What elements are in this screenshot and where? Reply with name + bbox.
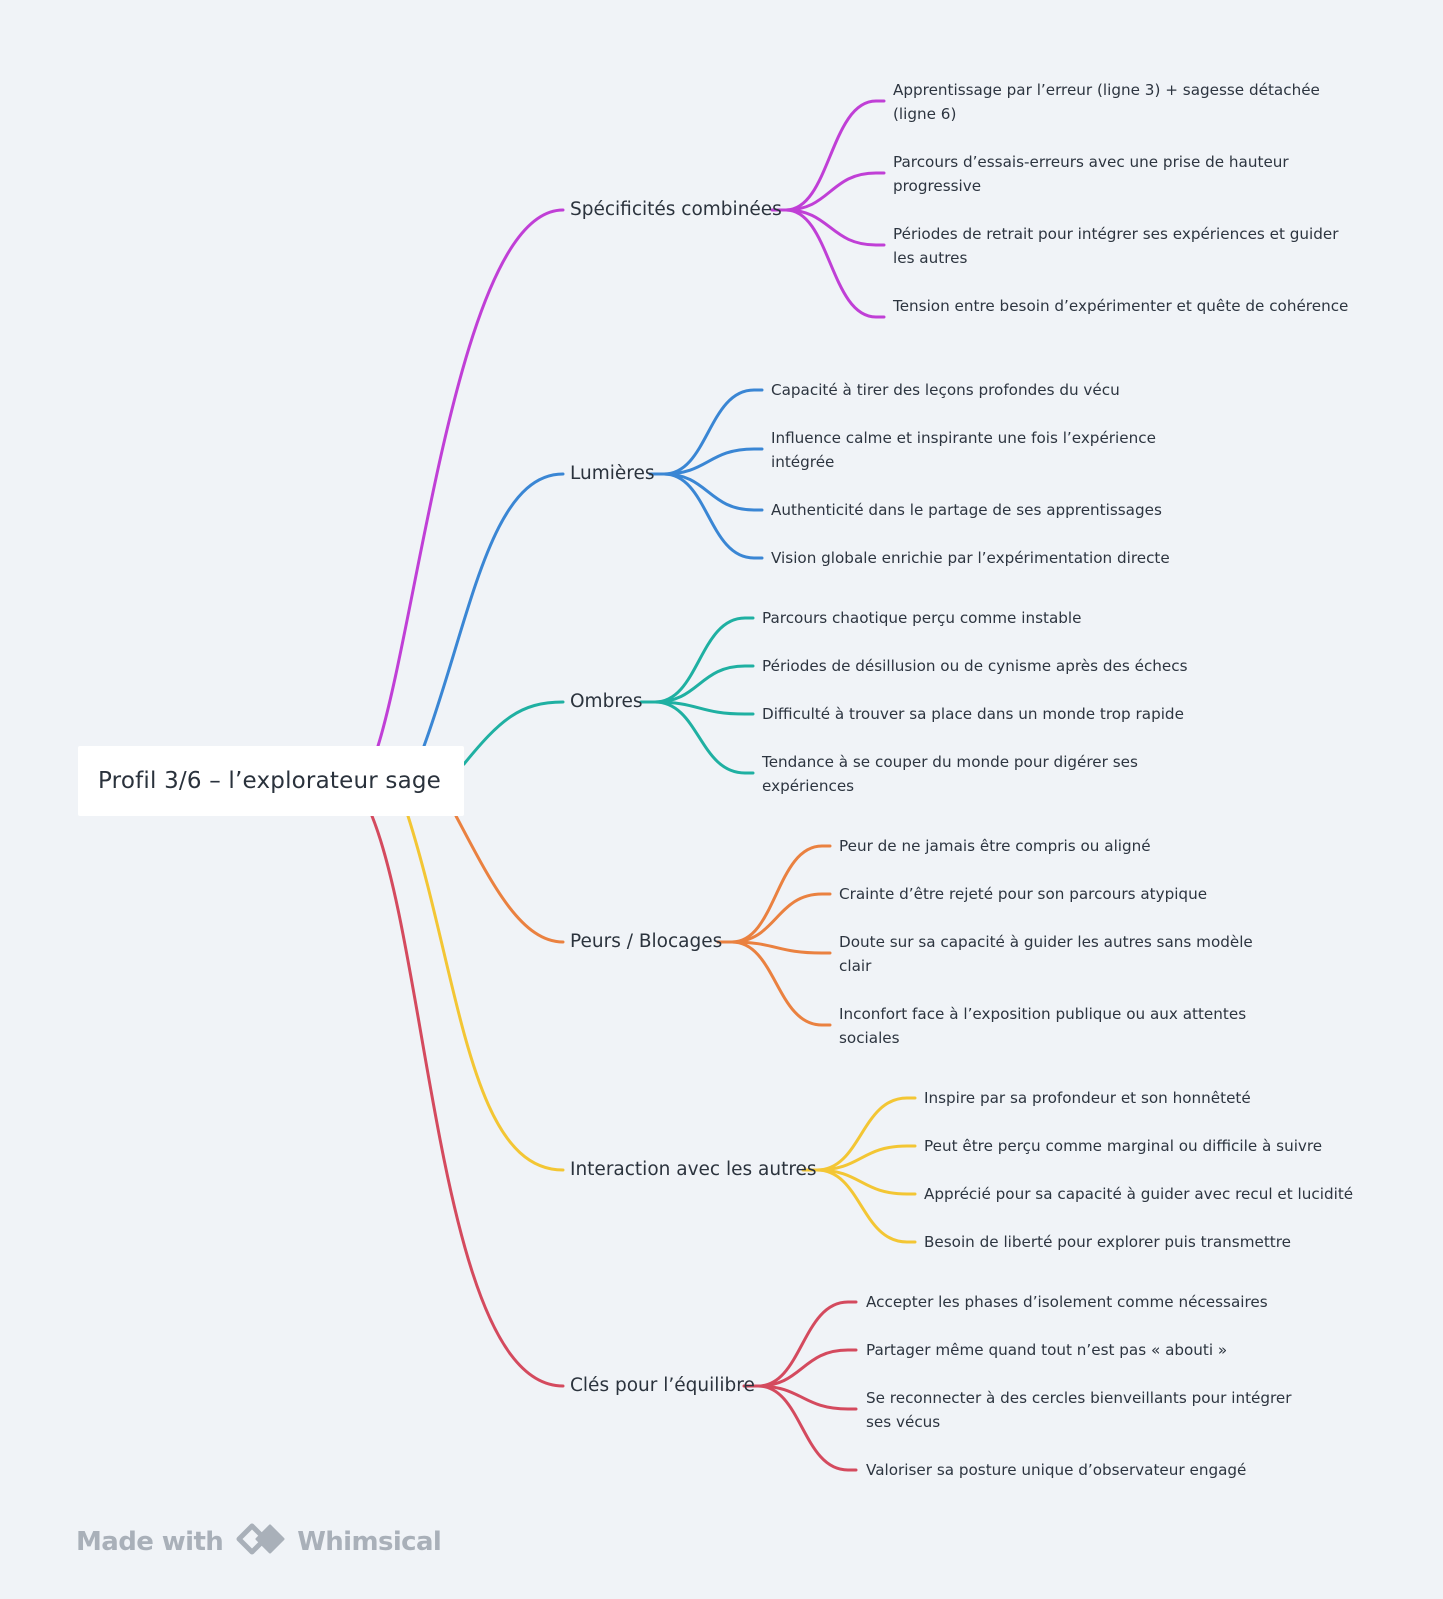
leaf-item[interactable]: Inspire par sa profondeur et son honnête… — [924, 1089, 1251, 1107]
leaf-item[interactable]: Se reconnecter à des cercles bienveillan… — [866, 1389, 1292, 1431]
leaf-item[interactable]: Vision globale enrichie par l’expériment… — [771, 549, 1170, 567]
leaf-item[interactable]: Parcours chaotique perçu comme instable — [762, 609, 1082, 627]
leaf-item[interactable]: Doute sur sa capacité à guider les autre… — [839, 933, 1253, 975]
leaf-connector — [730, 940, 832, 1027]
leaf-connector — [815, 1168, 917, 1196]
branch-specificites[interactable]: Spécificités combinées — [570, 199, 782, 220]
root-label: Profil 3/6 – l’explorateur sage — [98, 768, 442, 794]
leaf-connector — [815, 1168, 917, 1244]
leaf-item[interactable]: Peut être perçu comme marginal ou diffic… — [924, 1137, 1323, 1155]
leaf-connector — [653, 616, 755, 704]
leaf-item[interactable]: Apprécié pour sa capacité à guider avec … — [924, 1185, 1354, 1203]
leaf-connector — [662, 472, 764, 560]
root-node[interactable]: Profil 3/6 – l’explorateur sage — [78, 746, 464, 816]
leaf-connector — [756, 1300, 858, 1388]
leaf-connector — [662, 388, 764, 476]
leaf-connector — [756, 1348, 858, 1388]
leaf-item[interactable]: Accepter les phases d’isolement comme né… — [866, 1293, 1268, 1311]
leaf-item[interactable]: Crainte d’être rejeté pour son parcours … — [839, 885, 1208, 903]
leaf-item[interactable]: Tendance à se couper du monde pour digér… — [762, 753, 1138, 795]
whimsical-logo-icon — [235, 1519, 289, 1566]
leaf-item[interactable]: Tension entre besoin d’expérimenter et q… — [893, 297, 1349, 315]
made-with-whimsical[interactable]: Made with Whimsical — [76, 1522, 442, 1562]
leaf-item[interactable]: Peur de ne jamais être compris ou aligné — [839, 837, 1151, 855]
whimsical-brand-label: Whimsical — [297, 1527, 442, 1557]
leaf-connector — [653, 700, 755, 775]
leaf-item[interactable]: Inconfort face à l’exposition publique o… — [839, 1005, 1247, 1047]
leaf-connector — [653, 700, 755, 716]
leaf-item[interactable]: Besoin de liberté pour explorer puis tra… — [924, 1233, 1291, 1251]
leaf-connector — [730, 844, 832, 944]
leaf-connector — [662, 447, 764, 476]
leaf-item[interactable]: Difficulté à trouver sa place dans un mo… — [762, 705, 1184, 723]
branch-cles-equilibre[interactable]: Clés pour l’équilibre — [570, 1375, 755, 1396]
root-connector — [370, 814, 565, 1388]
leaf-item[interactable]: Authenticité dans le partage de ses appr… — [771, 501, 1162, 519]
root-connector — [376, 208, 565, 748]
leaf-connector — [784, 208, 886, 247]
leaf-connector — [730, 892, 832, 944]
root-connector — [462, 700, 565, 766]
branch-interaction[interactable]: Interaction avec les autres — [570, 1159, 817, 1180]
leaf-item[interactable]: Valoriser sa posture unique d’observateu… — [866, 1461, 1247, 1479]
leaf-connector — [815, 1144, 917, 1172]
leaf-connector — [784, 208, 886, 319]
root-connector — [422, 472, 565, 748]
leaf-connector — [662, 472, 764, 512]
leaf-connector — [815, 1096, 917, 1172]
branch-peurs-blocages[interactable]: Peurs / Blocages — [570, 931, 723, 952]
leaf-connector — [730, 940, 832, 955]
leaf-item[interactable]: Parcours d’essais-erreurs avec une prise… — [893, 153, 1289, 195]
branch-ombres[interactable]: Ombres — [570, 691, 643, 712]
root-connector — [406, 814, 565, 1172]
leaf-connector — [756, 1384, 858, 1411]
made-with-label: Made with — [76, 1527, 224, 1557]
branch-lumieres[interactable]: Lumières — [570, 463, 655, 484]
leaf-item[interactable]: Partager même quand tout n’est pas « abo… — [866, 1341, 1228, 1359]
leaf-connector — [784, 99, 886, 212]
leaf-item[interactable]: Influence calme et inspirante une fois l… — [771, 429, 1156, 471]
leaf-item[interactable]: Périodes de désillusion ou de cynisme ap… — [762, 657, 1188, 675]
leaf-connector — [784, 171, 886, 212]
leaf-connector — [756, 1384, 858, 1472]
leaf-connector — [653, 664, 755, 704]
leaf-item[interactable]: Capacité à tirer des leçons profondes du… — [771, 381, 1120, 399]
leaf-item[interactable]: Apprentissage par l’erreur (ligne 3) + s… — [893, 81, 1320, 123]
leaf-item[interactable]: Périodes de retrait pour intégrer ses ex… — [893, 225, 1339, 267]
root-connector — [454, 814, 565, 944]
